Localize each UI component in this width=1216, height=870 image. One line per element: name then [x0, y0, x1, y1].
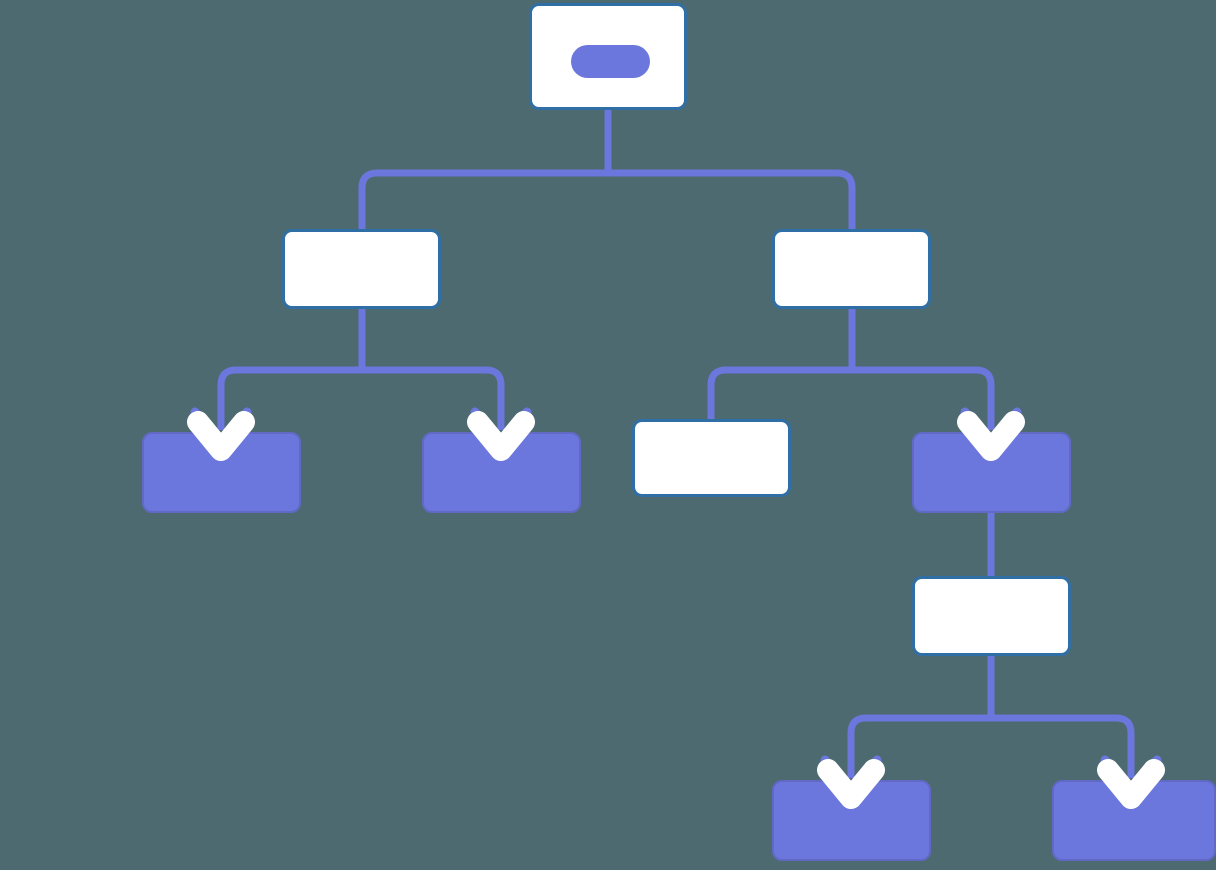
node-l5-right[interactable]: [1052, 780, 1216, 861]
node-l3-c[interactable]: [632, 419, 791, 497]
node-l3-d[interactable]: [912, 432, 1071, 513]
node-l3-b[interactable]: [422, 432, 581, 513]
edge-l2-right-to-l3-d: [852, 366, 995, 430]
edge-l2-right-to-l3-c: [707, 366, 852, 419]
node-l2-left[interactable]: [282, 229, 441, 309]
edge-root-to-l2-right: [608, 169, 856, 229]
edge-root-to-l2-left: [358, 169, 608, 229]
node-l2-right[interactable]: [772, 229, 931, 309]
root-pill-icon: [571, 45, 650, 78]
node-l4[interactable]: [912, 576, 1071, 656]
node-l5-left[interactable]: [772, 780, 931, 861]
edge-l2-left-to-l3-a: [217, 366, 362, 430]
edge-l4-to-l5-right: [991, 714, 1135, 778]
node-root[interactable]: [529, 3, 687, 110]
edge-l2-left-to-l3-b: [362, 366, 505, 430]
node-l3-a[interactable]: [142, 432, 301, 513]
edge-l4-to-l5-left: [847, 714, 991, 778]
